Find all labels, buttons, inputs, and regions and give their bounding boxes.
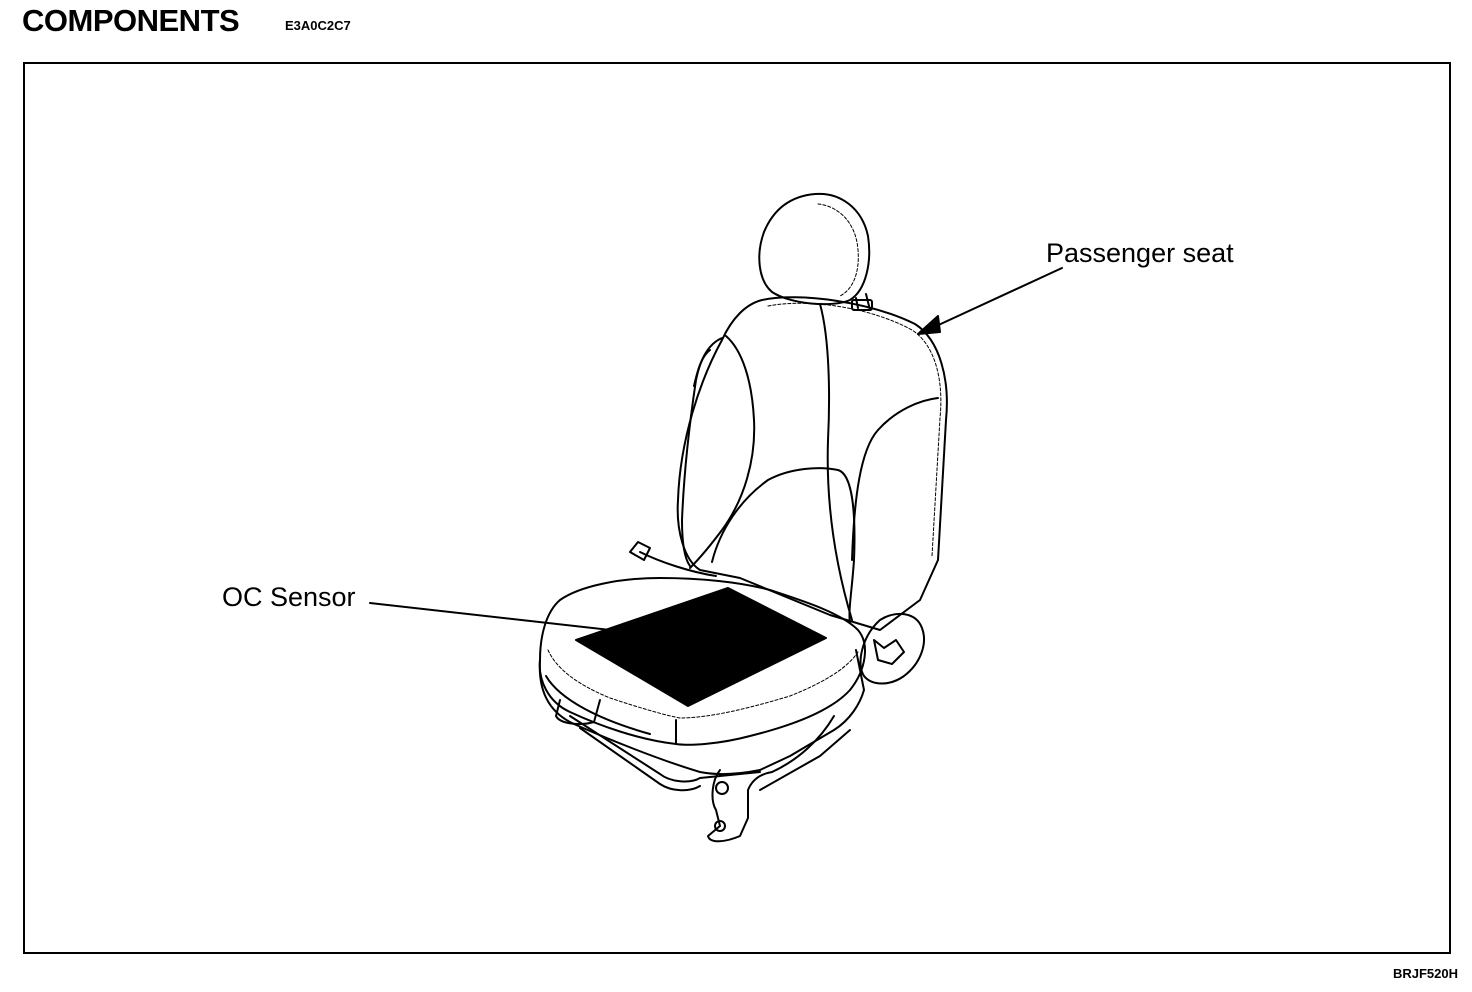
seat-rails: [555, 699, 851, 843]
callout-passenger-seat: Passenger seat: [917, 238, 1234, 335]
figure-code: BRJF520H: [1392, 966, 1458, 981]
seat-back: [676, 296, 948, 631]
callout-label-oc-sensor: OC Sensor: [222, 582, 356, 612]
belt-buckle: [629, 541, 717, 577]
page-title: COMPONENTS: [22, 3, 240, 38]
callout-oc-sensor: OC Sensor: [222, 582, 701, 641]
section-code: E3A0C2C7: [285, 18, 351, 33]
recliner: [759, 612, 925, 773]
figure-frame: [23, 62, 1451, 954]
oc-sensor-pad: [575, 587, 827, 707]
seat-cushion: [538, 577, 866, 776]
headrest: [758, 192, 873, 311]
callout-label-passenger-seat: Passenger seat: [1046, 238, 1234, 268]
